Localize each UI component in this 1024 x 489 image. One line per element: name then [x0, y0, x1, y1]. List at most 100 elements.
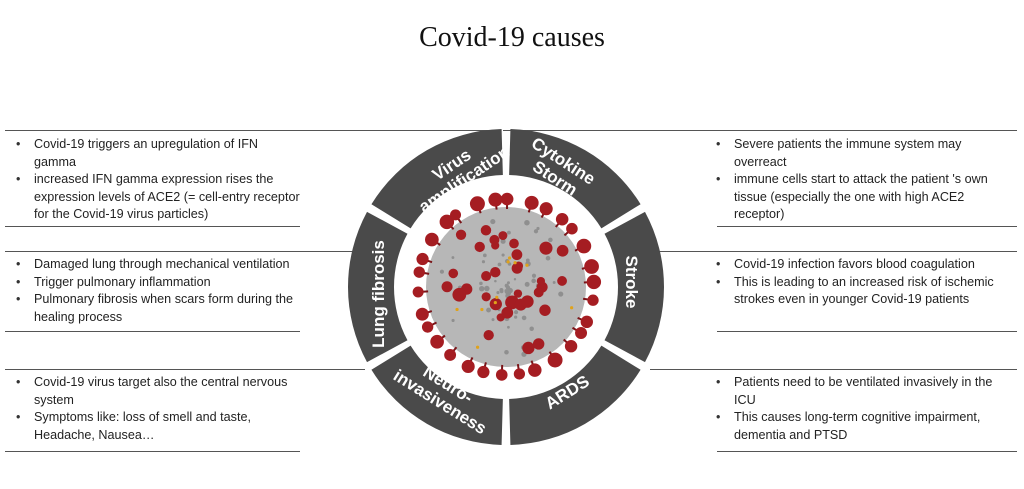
virus-accent	[513, 261, 517, 265]
virus-texture	[514, 310, 519, 315]
virus-spike	[469, 196, 485, 212]
divider-line	[5, 451, 300, 452]
virus-texture	[504, 349, 509, 355]
virus-texture	[521, 315, 527, 321]
bullet-item: Patients need to be ventilated invasivel…	[710, 374, 1010, 409]
virus-spike	[539, 241, 553, 255]
segment-label-stroke: Stroke	[622, 256, 641, 309]
virus-spike	[488, 192, 503, 207]
virus-spike	[522, 341, 535, 355]
virus-texture	[507, 325, 510, 329]
virus-spike	[587, 294, 599, 306]
virus-texture	[524, 219, 530, 226]
virus-spike	[448, 268, 459, 279]
virus-texture	[524, 281, 530, 287]
virus-spike	[483, 329, 494, 341]
virus-spike	[586, 274, 602, 290]
segment-lung-fibrosis	[348, 211, 408, 363]
virus-texture	[506, 230, 511, 235]
virus-spike	[495, 369, 508, 381]
virus-spike	[413, 266, 425, 278]
divider-line	[717, 451, 1017, 452]
virus-spike	[474, 241, 485, 253]
divider-line	[5, 251, 365, 252]
virus-spike	[533, 287, 544, 298]
panel-virus-amplification: Covid-19 triggers an upregulation of IFN…	[10, 136, 300, 224]
divider-line	[5, 130, 490, 131]
divider-line	[650, 369, 1017, 370]
divider-line	[650, 251, 1017, 252]
virus-spike	[455, 229, 467, 240]
virus-spike	[501, 306, 514, 319]
virus-texture	[552, 281, 556, 284]
virus-texture	[451, 256, 455, 259]
virus-texture	[533, 229, 539, 234]
bullet-item: This is leading to an increased risk of …	[710, 274, 1010, 309]
virus-texture	[505, 285, 511, 290]
virus-spike	[490, 266, 501, 278]
bullet-item: Damaged lung through mechanical ventilat…	[10, 256, 320, 274]
virus-texture	[558, 291, 564, 297]
divider-line	[503, 130, 1017, 131]
virus-spike	[539, 304, 551, 316]
virus-spike	[557, 276, 567, 286]
virus-texture	[482, 253, 487, 258]
coronavirus-icon	[412, 192, 602, 381]
virus-texture	[479, 281, 483, 286]
bullet-item: Covid-19 infection favors blood coagulat…	[710, 256, 1010, 274]
virus-accent	[475, 345, 480, 349]
virus-texture	[514, 315, 518, 319]
virus-accent	[480, 307, 484, 312]
virus-accent	[495, 295, 499, 299]
virus-spike	[450, 209, 462, 221]
virus-texture	[545, 255, 551, 261]
virus-texture	[548, 237, 553, 243]
virus-spike	[513, 289, 523, 298]
virus-texture	[481, 260, 486, 264]
segment-label-lung-fibrosis: Lung fibrosis	[369, 240, 388, 348]
virus-spike	[532, 338, 545, 350]
bullet-item: Severe patients the immune system may ov…	[710, 136, 1010, 171]
panel-cytokine-storm: Severe patients the immune system may ov…	[710, 136, 1010, 224]
virus-spike	[564, 340, 578, 353]
virus-spike	[521, 295, 534, 308]
virus-texture	[531, 273, 537, 278]
virus-spike	[481, 292, 491, 302]
bullet-item: Pulmonary fibrosis when scars form durin…	[10, 291, 320, 326]
bullet-item: increased IFN gamma expression rises the…	[10, 171, 300, 224]
virus-spike	[584, 259, 599, 274]
divider-line	[717, 331, 1017, 332]
virus-texture	[525, 258, 530, 263]
virus-texture	[491, 318, 495, 322]
virus-spike	[511, 249, 523, 261]
segment-cytokine-storm	[509, 129, 641, 229]
virus-texture	[529, 326, 534, 332]
segment-ards	[509, 345, 641, 445]
virus-spike	[566, 222, 578, 235]
virus-texture	[513, 278, 517, 281]
divider-line	[5, 226, 300, 227]
virus-spike	[498, 231, 508, 241]
virus-spike	[509, 238, 519, 249]
virus-spike	[489, 234, 500, 245]
virus-accent	[570, 306, 574, 310]
virus-accent	[525, 263, 529, 267]
bullet-item: Symptoms like: loss of smell and taste, …	[10, 409, 300, 444]
virus-spike	[514, 261, 524, 271]
panel-neuro-invasiveness: Covid-19 virus target also the central n…	[10, 374, 300, 444]
virus-spike	[421, 321, 434, 333]
segment-stroke	[604, 211, 664, 363]
virus-texture	[497, 262, 502, 267]
page-title: Covid-19 causes	[419, 22, 605, 53]
virus-spike	[547, 352, 563, 368]
divider-line	[5, 369, 365, 370]
virus-spike	[444, 349, 457, 361]
virus-accent	[506, 260, 510, 264]
causes-wheel: Virus amplification Cytokine Storm Strok…	[348, 129, 664, 445]
bullet-item: This causes long-term cognitive impairme…	[710, 409, 1010, 444]
virus-spike	[489, 297, 502, 311]
divider-line	[717, 226, 1017, 227]
virus-accent	[493, 300, 497, 305]
virus-texture	[496, 291, 500, 295]
panel-lung-fibrosis: Damaged lung through mechanical ventilat…	[10, 256, 320, 326]
